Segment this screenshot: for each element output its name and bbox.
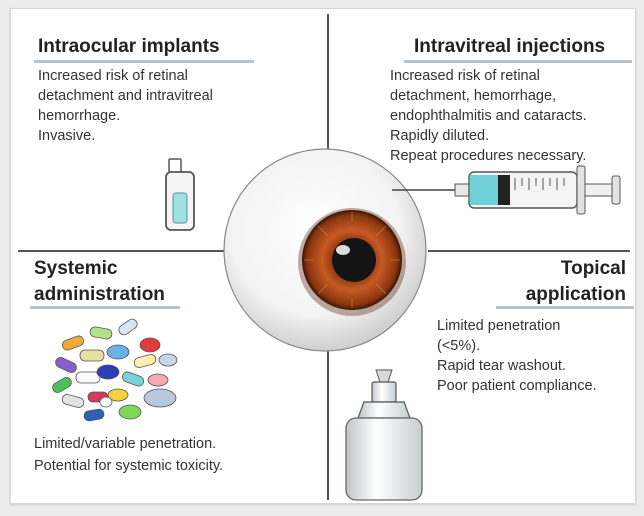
pills-icon bbox=[51, 317, 177, 421]
implant-icon bbox=[166, 159, 194, 230]
eye-drop-bottle-icon bbox=[346, 370, 422, 500]
syringe-icon bbox=[392, 166, 620, 214]
eyeball-icon bbox=[224, 149, 426, 351]
